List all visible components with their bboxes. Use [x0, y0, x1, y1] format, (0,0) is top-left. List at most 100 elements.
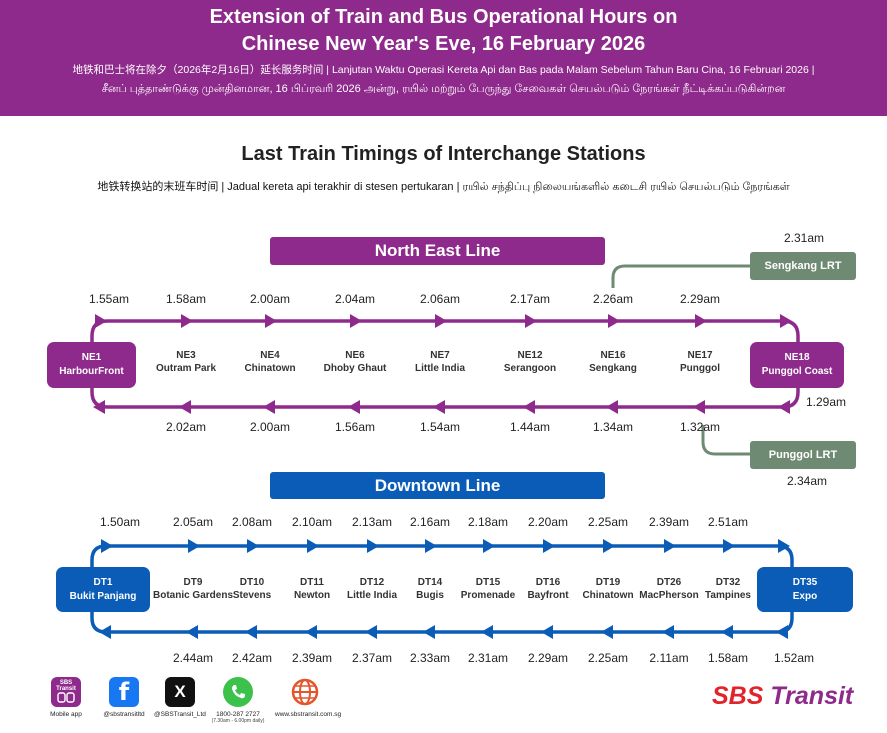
station-code: DT14 [417, 577, 443, 588]
station-name: Bukit Panjang [69, 590, 137, 602]
dt-station-time-outbound: 2.08am [231, 515, 273, 529]
ne-station-time-inbound: 1.56am [334, 420, 376, 434]
ne-end-terminus: NE18 Punggol Coast [750, 342, 844, 388]
sbs-transit-logo: SBS Transit [712, 682, 853, 711]
dt-end-terminus: DT35 Expo [757, 567, 853, 612]
direction-arrow-right [101, 539, 113, 553]
app-icon-badge: SBS Transit [56, 680, 76, 692]
station-name: Expo [792, 590, 818, 602]
page-subheading: 地铁转换站的末班车时间 | Jadual kereta api terakhir… [97, 181, 790, 193]
ne-station-time-outbound: 2.26am [592, 292, 634, 306]
phone-number: 1800-287 2727 [216, 711, 260, 718]
dt-station-time-inbound: 2.37am [351, 651, 393, 665]
dt-station-time-outbound: 2.16am [409, 515, 451, 529]
page-heading: Last Train Timings of Interchange Statio… [241, 143, 646, 165]
station-name: Stevens [232, 590, 272, 601]
direction-arrow-left [606, 400, 618, 414]
direction-arrow-left [776, 625, 788, 639]
direction-arrow-left [721, 625, 733, 639]
station-name: Botanic Gardens [152, 590, 234, 601]
direction-arrow-right [483, 539, 495, 553]
ne-station-time-inbound: 1.34am [592, 420, 634, 434]
dt-station-time-outbound: 2.20am [527, 515, 569, 529]
station-name: Chinatown [244, 363, 296, 374]
direction-arrow-right [664, 539, 676, 553]
direction-arrow-right [350, 314, 362, 328]
station-code: DT10 [239, 577, 265, 588]
station-name: Newton [293, 590, 331, 601]
direction-arrow-right [367, 539, 379, 553]
station-code: NE1 [81, 352, 102, 363]
station-code: DT26 [656, 577, 682, 588]
sengkang-lrt-time: 2.31am [783, 231, 825, 245]
station-name: Sengkang [589, 363, 637, 374]
x-handle: @SBSTransit_Ltd [154, 711, 206, 718]
facebook-icon: f [109, 677, 139, 707]
website-link[interactable]: www.sbstransit.com.sg [275, 677, 341, 718]
ne-station-time-outbound: 2.29am [679, 292, 721, 306]
direction-arrow-right [608, 314, 620, 328]
direction-arrow-right [543, 539, 555, 553]
station-code: NE4 [260, 350, 280, 361]
dt-station-time-inbound: 2.25am [587, 651, 629, 665]
station-code: DT16 [535, 577, 561, 588]
dt-station-time-outbound: 2.39am [648, 515, 690, 529]
ne-station-time-inbound: 1.32am [679, 420, 721, 434]
station-name: Promenade [460, 590, 516, 601]
station-code: NE3 [176, 350, 196, 361]
station-code: NE6 [345, 350, 365, 361]
direction-arrow-left [99, 625, 111, 639]
dt-station-time-outbound: 2.05am [172, 515, 214, 529]
banner-subtitle-line2: சீனப் புத்தாண்டுக்கு முன்தினமான, 16 பிப்… [101, 83, 786, 95]
dt-station-time-inbound: 1.58am [707, 651, 749, 665]
phone-icon [223, 677, 253, 707]
punggol-lrt-time: 2.34am [786, 474, 828, 488]
mobile-app-link[interactable]: SBS Transit Mobile app [36, 677, 96, 718]
dt-station-time-inbound: 2.11am [649, 651, 689, 665]
station-name: Little India [347, 590, 397, 601]
facebook-link[interactable]: f @sbstransitltd [94, 677, 154, 718]
dt-station-time-inbound: 2.44am [172, 651, 214, 665]
station-name: Chinatown [582, 590, 634, 601]
direction-arrow-left [693, 400, 705, 414]
direction-arrow-left [263, 400, 275, 414]
dt-station-time-inbound: 2.42am [231, 651, 273, 665]
direction-arrow-left [601, 625, 613, 639]
direction-arrow-right [188, 539, 200, 553]
station-name: MacPherson [639, 590, 699, 601]
station-code: DT11 [300, 577, 324, 588]
direction-arrow-left [481, 625, 493, 639]
sbs-transit-app-icon: SBS Transit [51, 677, 81, 707]
station-code: NE16 [600, 350, 626, 361]
dt-station-time-outbound: 2.25am [587, 515, 629, 529]
dt-line-loop [90, 544, 794, 634]
station-name: Outram Park [155, 363, 217, 374]
banner-subtitle-line1: 地铁和巴士将在除夕（2026年2月16日）延长服务时间 | Lanjutan W… [72, 64, 815, 76]
station-name: Bugis [416, 590, 444, 601]
direction-arrow-left [365, 625, 377, 639]
station-code: NE17 [687, 350, 713, 361]
x-link[interactable]: X @SBSTransit_Ltd [150, 677, 210, 718]
station-code: DT1 [93, 576, 113, 588]
ne-station-time-inbound: 2.02am [165, 420, 207, 434]
station-name: Punggol [680, 363, 720, 374]
direction-arrow-right [307, 539, 319, 553]
phone-link[interactable]: 1800-287 2727 (7.30am - 6.00pm daily) [208, 677, 268, 724]
direction-arrow-left [433, 400, 445, 414]
station-code: DT35 [792, 576, 818, 588]
direction-arrow-right [181, 314, 193, 328]
logo-sbs: SBS [712, 682, 764, 710]
station-name: Little India [415, 363, 465, 374]
direction-arrow-left [423, 625, 435, 639]
direction-arrow-right [435, 314, 447, 328]
station-name: Dhoby Ghaut [323, 363, 387, 374]
